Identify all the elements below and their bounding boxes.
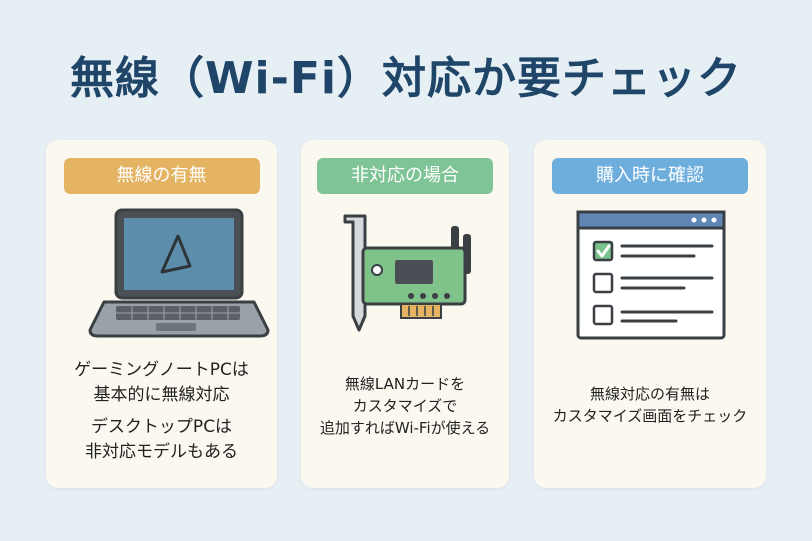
page-title: 無線（Wi-Fi）対応か要チェック bbox=[69, 53, 742, 104]
card-wireless-availability: 無線の有無 ゲーミングノートPCは 基本的に無線対応 デスクトップPCは 非対応… bbox=[46, 140, 277, 488]
desc-line: 基本的に無線対応 bbox=[93, 384, 230, 405]
desc-line: 無線対応の有無は bbox=[589, 385, 710, 403]
desc-line: カスタマイズで bbox=[352, 396, 458, 415]
card-check-at-purchase: 購入時に確認 無線対応の有無は カスタマイズ画面をチェック bbox=[534, 140, 766, 488]
checklist-window-icon bbox=[576, 210, 726, 340]
card-wireless-availability-text: ゲーミングノートPCは 基本的に無線対応 デスクトップPCは 非対応モデルもある bbox=[46, 358, 277, 465]
card-unsupported-case: 非対応の場合 無線LANカードを カスタマイズで 追加すればWi-Fiが使える bbox=[301, 140, 509, 488]
card-unsupported-case-text: 無線LANカードを カスタマイズで 追加すればWi-Fiが使える bbox=[301, 374, 509, 439]
card-check-at-purchase-text: 無線対応の有無は カスタマイズ画面をチェック bbox=[534, 384, 766, 428]
desc-line: デスクトップPCは bbox=[90, 417, 233, 438]
badge-wireless-availability: 無線の有無 bbox=[63, 158, 260, 194]
desc-line: カスタマイズ画面をチェック bbox=[552, 406, 748, 425]
desc-line: 無線LANカードを bbox=[344, 375, 466, 393]
desc-line: 追加すればWi-Fiが使える bbox=[319, 418, 491, 437]
badge-unsupported-case: 非対応の場合 bbox=[317, 158, 493, 194]
desc-line: 非対応モデルもある bbox=[85, 441, 238, 462]
wireless-lan-card-icon bbox=[343, 214, 471, 332]
badge-check-at-purchase: 購入時に確認 bbox=[552, 158, 748, 194]
laptop-icon bbox=[88, 208, 270, 338]
desc-line: ゲーミングノートPCは bbox=[74, 360, 249, 380]
